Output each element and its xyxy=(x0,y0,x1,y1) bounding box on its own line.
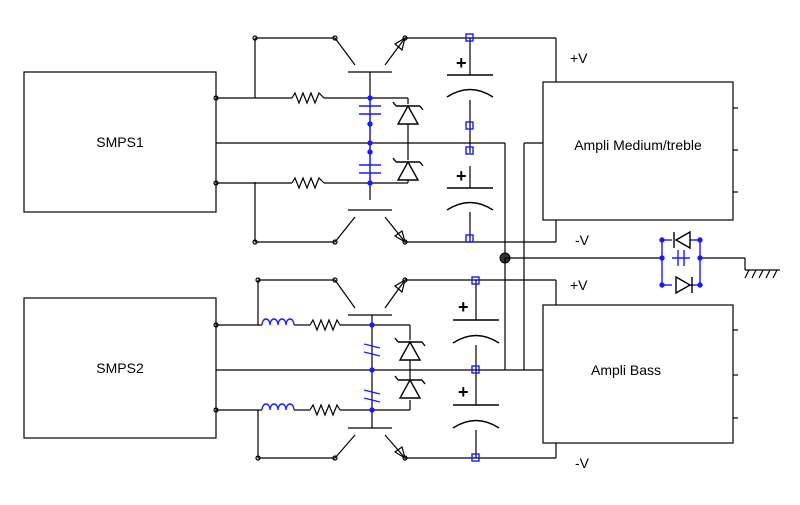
top-node-markers xyxy=(213,35,408,245)
resistor-r4 xyxy=(309,403,341,417)
amp-bass-label: Ampli Bass xyxy=(591,362,661,378)
bottom-electrolytic-capacitors xyxy=(452,319,500,429)
resistor-r2 xyxy=(291,176,325,190)
bottom-positive-rail-label: +V xyxy=(570,277,588,293)
ground-lift-dots xyxy=(659,237,703,288)
smps2-label: SMPS2 xyxy=(96,360,144,376)
top-positive-rail-label: +V xyxy=(570,50,588,66)
top-zener-diodes xyxy=(392,101,424,181)
resistor-r1 xyxy=(291,91,325,105)
amp-output-stubs xyxy=(733,107,738,419)
top-blue-capacitors xyxy=(359,98,381,183)
bottom-npn-transistor xyxy=(334,278,406,316)
bottom-blue-dots xyxy=(369,322,375,413)
top-negative-rail-label: -V xyxy=(575,232,590,248)
cap-plus-sign: + xyxy=(456,166,467,186)
cap-plus-sign: + xyxy=(458,297,469,317)
bottom-blue-capacitors xyxy=(363,343,381,403)
ground-wiring xyxy=(504,257,746,371)
inductor-l1 xyxy=(261,318,295,326)
chassis-ground-icon xyxy=(744,269,780,279)
cap-plus-sign: + xyxy=(456,53,467,73)
bottom-zener-diodes xyxy=(394,337,426,399)
top-section-wires xyxy=(216,37,557,258)
inductor-l2 xyxy=(261,403,295,411)
bottom-node-markers xyxy=(213,277,408,461)
ground-lift-diodes xyxy=(661,239,701,286)
bottom-pnp-transistor xyxy=(334,427,406,460)
smps1-block xyxy=(23,71,217,213)
bottom-connector-pads xyxy=(471,276,480,462)
bottom-negative-rail-label: -V xyxy=(575,455,590,471)
top-electrolytic-capacitors xyxy=(446,74,494,211)
amp-medium-treble-block xyxy=(542,81,734,221)
top-npn-transistor xyxy=(334,36,406,73)
top-blue-dots xyxy=(367,95,373,186)
ground-lift-diode-shapes xyxy=(673,230,693,295)
amp-bass-block xyxy=(542,304,734,444)
smps1-label: SMPS1 xyxy=(96,134,144,150)
cap-plus-sign: + xyxy=(458,382,469,402)
resistor-r3 xyxy=(309,318,341,332)
top-connector-pads xyxy=(465,33,474,243)
smps2-block xyxy=(23,297,217,439)
amp-medium-treble-label: Ampli Medium/treble xyxy=(574,137,702,153)
top-pnp-transistor xyxy=(334,209,406,244)
